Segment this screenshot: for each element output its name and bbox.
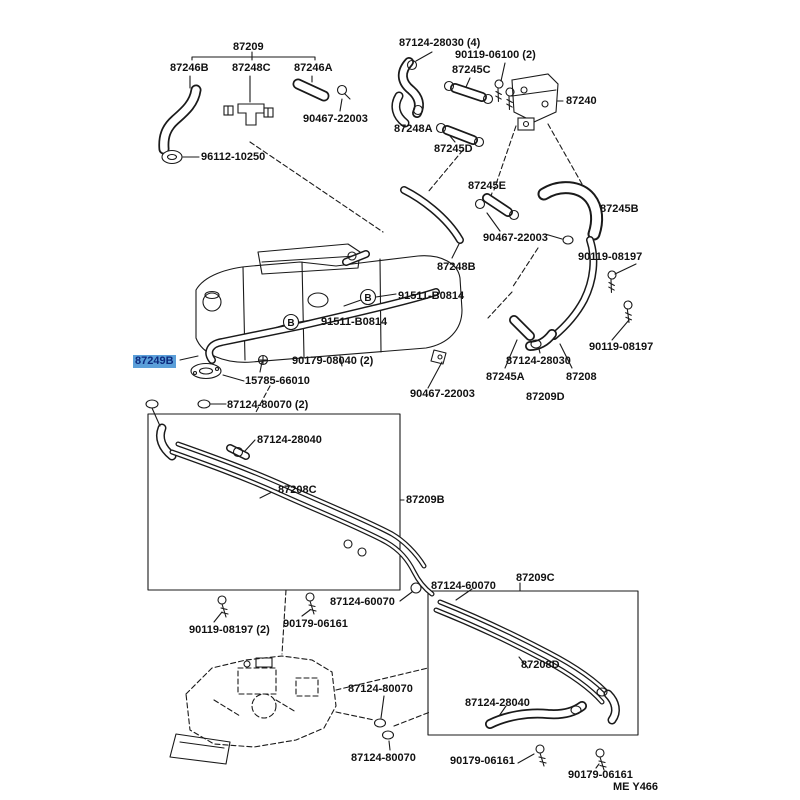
part-label[interactable]: 90119-06100 (2) — [455, 49, 536, 61]
part-label[interactable]: 87208 — [566, 371, 597, 383]
callout-circle-b — [359, 288, 377, 306]
part-label[interactable]: 90467-22003 — [303, 113, 368, 125]
part-label[interactable]: 96112-10250 — [201, 151, 266, 163]
t-connector-87248C — [237, 103, 265, 126]
part-label[interactable]: 87209B — [406, 494, 445, 506]
group-boxes — [147, 413, 639, 736]
callout-letter-b: B — [364, 293, 371, 304]
part-label[interactable]: 87246B — [170, 62, 209, 74]
part-label[interactable]: 87209 — [233, 41, 264, 53]
callout-letter-b: B — [287, 318, 294, 329]
part-label[interactable]: 90179-08040 (2) — [292, 355, 374, 367]
valve-bracket-87240 — [511, 73, 559, 123]
part-label[interactable]: 87124-80070 — [348, 683, 413, 695]
heater-unit-outline — [195, 243, 463, 373]
part-label[interactable]: 87124-28040 — [465, 697, 530, 709]
part-label[interactable]: 91511-B0814 — [321, 316, 388, 328]
part-label[interactable]: 87245E — [468, 180, 506, 192]
callout-circle-b — [282, 313, 300, 331]
hose-clamps — [145, 59, 608, 740]
part-label[interactable]: 90119-08197 — [578, 251, 643, 263]
box-87209C — [427, 590, 639, 736]
part-label[interactable]: 87124-28030 — [506, 355, 571, 367]
heater-assembly-details — [169, 657, 273, 765]
part-label[interactable]: 87209C — [516, 572, 555, 584]
part-label[interactable]: 87245A — [486, 371, 525, 383]
part-label[interactable]: 87124-80070 — [351, 752, 416, 764]
part-label[interactable]: 87124-60070 — [431, 580, 496, 592]
part-label-selected[interactable]: 87249B — [133, 355, 176, 368]
part-label[interactable]: 87240 — [566, 95, 597, 107]
part-label[interactable]: 87208C — [278, 484, 317, 496]
part-label[interactable]: 87245C — [452, 64, 491, 76]
projection-lines — [249, 123, 583, 727]
part-label[interactable]: 90179-06161 — [450, 755, 515, 767]
part-label[interactable]: 90179-06161 — [568, 769, 633, 781]
diagram-code: ME Y466 — [613, 781, 659, 793]
part-label[interactable]: 90467-22003 — [410, 388, 475, 400]
part-label[interactable]: 87248A — [394, 123, 433, 135]
part-label[interactable]: 87124-28030 (4) — [399, 37, 481, 49]
part-label[interactable]: 87209D — [526, 391, 565, 403]
part-label[interactable]: 15785-66010 — [245, 375, 310, 387]
part-label[interactable]: 87124-60070 — [330, 596, 395, 608]
part-label[interactable]: 87245B — [600, 203, 639, 215]
part-label[interactable]: 91511-B0814 — [398, 290, 465, 302]
part-label[interactable]: 87248C — [232, 62, 271, 74]
part-label[interactable]: 87124-80070 (2) — [227, 399, 309, 411]
part-label[interactable]: 87246A — [294, 62, 333, 74]
part-label[interactable]: 90179-06161 — [283, 618, 348, 630]
part-label[interactable]: 87245D — [434, 143, 473, 155]
part-label[interactable]: 87248B — [437, 261, 476, 273]
gasket-15785 — [190, 362, 222, 380]
callouts: B B — [282, 288, 377, 331]
heater-assembly-outline — [185, 655, 337, 748]
part-label[interactable]: 90467-22003 — [483, 232, 548, 244]
box-87209B — [147, 413, 401, 591]
part-label[interactable]: 87124-28040 — [257, 434, 322, 446]
fittings — [161, 73, 559, 380]
part-label[interactable]: 87208D — [521, 659, 560, 671]
grommet-96112 — [161, 149, 183, 165]
part-label[interactable]: 90119-08197 (2) — [189, 624, 270, 636]
part-label[interactable]: 90119-08197 — [589, 341, 654, 353]
